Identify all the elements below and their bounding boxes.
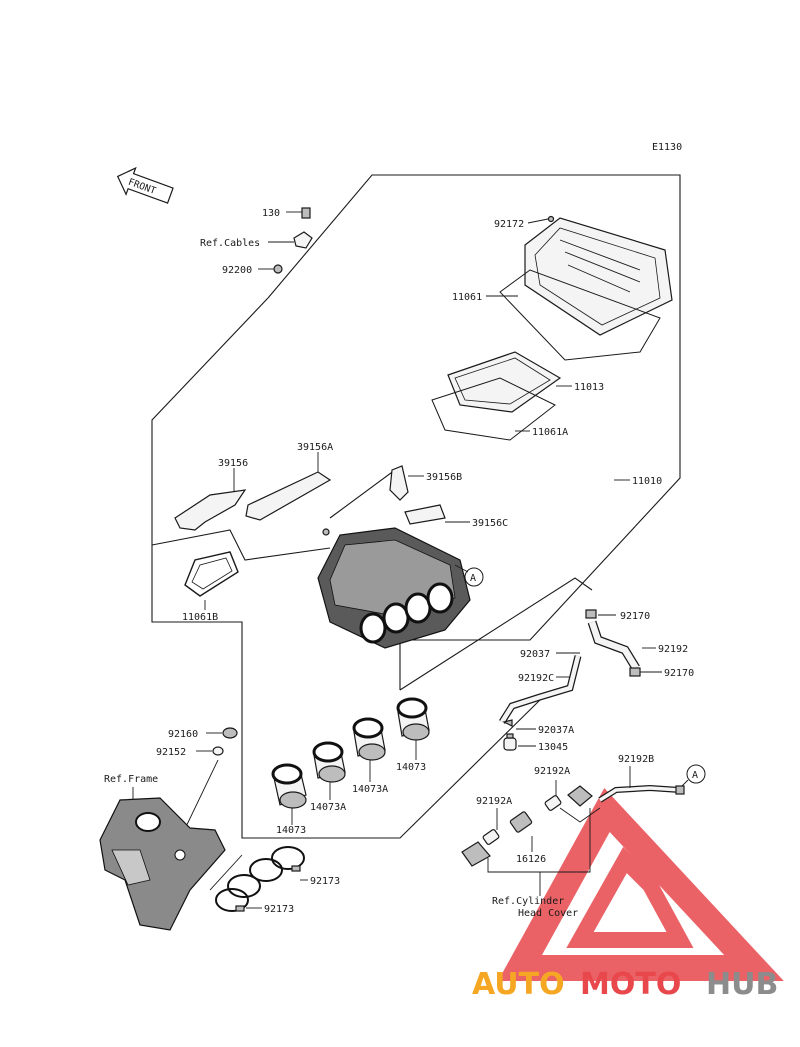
label-92037: 92037 <box>520 649 550 660</box>
label-39156C: 39156C <box>472 518 508 529</box>
watermark-triangle-outer <box>498 787 784 981</box>
label-16126: 16126 <box>516 854 546 865</box>
air-filter-element-part <box>431 351 562 441</box>
duct-39156A-part <box>245 471 332 521</box>
plug-13045-part <box>503 733 517 751</box>
intake-boundary-left <box>151 297 546 839</box>
label-14073-left: 14073 <box>276 825 306 836</box>
label-92160: 92160 <box>168 729 198 740</box>
label-92192C: 92192C <box>518 673 554 684</box>
label-92173-lower: 92173 <box>264 904 294 915</box>
breather-hose-92192B-part <box>598 784 685 803</box>
label-11061B: 11061B <box>182 612 218 623</box>
intake-duct-14073-right <box>396 697 430 741</box>
watermark-wordmark: AUTO MOTO HUB <box>472 967 778 1002</box>
cable-clamp-part <box>273 207 313 274</box>
reference-a-circle-bottom <box>686 764 706 784</box>
label-11010: 11010 <box>632 476 662 487</box>
label-39156: 39156 <box>218 458 248 469</box>
reference-a-label-bottom: A <box>692 770 698 781</box>
label-14073A-b: 14073A <box>352 784 388 795</box>
label-39156A: 39156A <box>297 442 333 453</box>
reference-a-label-top: A <box>470 573 476 584</box>
intake-duct-14073A-a <box>312 741 346 783</box>
watermark-logo <box>498 787 784 981</box>
label-14073-right: 14073 <box>396 762 426 773</box>
watermark-text-hub: HUB <box>706 967 778 1002</box>
watermark-text-auto: AUTO <box>472 967 565 1002</box>
breather-hose-92192C-part <box>499 655 582 724</box>
label-92170-bottom: 92170 <box>664 668 694 679</box>
air-cleaner-cover-part <box>499 215 673 361</box>
label-92192B: 92192B <box>618 754 654 765</box>
clamp-92173-set <box>215 846 305 912</box>
duct-39156B-part <box>389 465 409 501</box>
breather-clamp-92170-bottom <box>629 667 641 677</box>
reference-a-circle-top <box>464 567 484 587</box>
valve-16126-part <box>461 785 593 867</box>
label-92200: 92200 <box>222 265 252 276</box>
label-92037A: 92037A <box>538 725 574 736</box>
label-92172: 92172 <box>494 219 524 230</box>
label-ref-cables: Ref.Cables <box>200 238 260 249</box>
breather-clamp-92170-top <box>585 609 597 619</box>
label-92192A-top: 92192A <box>534 766 570 777</box>
grommet-92160-part <box>222 727 238 739</box>
label-92173-upper: 92173 <box>310 876 340 887</box>
label-14073A-a: 14073A <box>310 802 346 813</box>
label-92192A-left: 92192A <box>476 796 512 807</box>
breather-boundary <box>399 577 593 691</box>
label-92192: 92192 <box>658 644 688 655</box>
label-13045: 13045 <box>538 742 568 753</box>
air-box-housing-part <box>317 527 471 649</box>
duct-boundary <box>151 529 331 561</box>
label-11013: 11013 <box>574 382 604 393</box>
intake-duct-14073A-b <box>352 717 386 761</box>
label-130: 130 <box>262 208 280 219</box>
label-11061: 11061 <box>452 292 482 303</box>
duct-39156-part <box>174 489 247 531</box>
filter-boundary <box>329 469 396 519</box>
label-11061A: 11061A <box>532 427 568 438</box>
watermark-text-moto: MOTO <box>580 967 681 1002</box>
label-ref-cylinder-head-1: Ref.Cylinder <box>492 896 564 907</box>
clip-92037A-part <box>502 719 513 727</box>
frame-reference-part <box>99 797 226 931</box>
diagram-code: E1130 <box>652 142 682 153</box>
label-ref-frame: Ref.Frame <box>104 774 158 785</box>
label-92152: 92152 <box>156 747 186 758</box>
collar-92152-part <box>212 746 224 756</box>
breather-hose-92192-part <box>587 620 640 671</box>
watermark-triangle-inner <box>566 846 694 948</box>
label-ref-cylinder-head-2: Head Cover <box>518 908 578 919</box>
label-39156B: 39156B <box>426 472 462 483</box>
front-arrow-icon: FRONT <box>116 166 174 204</box>
duct-seal-11061B-part <box>184 551 239 597</box>
intake-duct-14073-left <box>271 763 307 809</box>
duct-39156C-part <box>404 504 446 525</box>
label-92170-top: 92170 <box>620 611 650 622</box>
